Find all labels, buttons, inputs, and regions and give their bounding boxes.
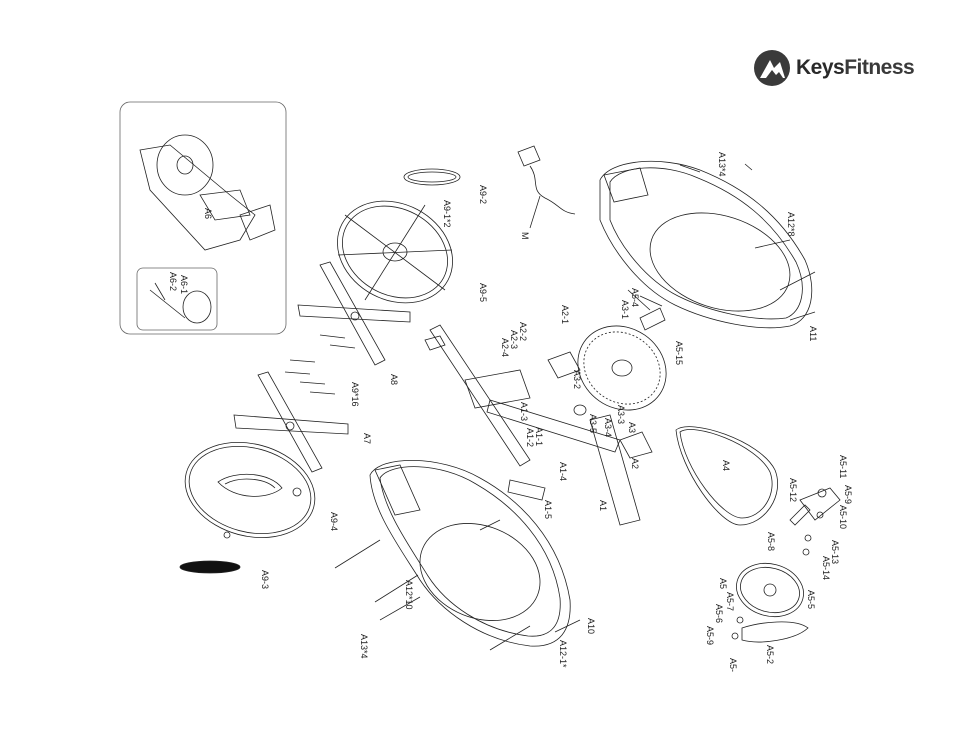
callout-a5-15: A5-15 [674,341,684,365]
part-a10-left-shroud [370,460,570,646]
callout-a13x4-l: A13*4 [359,634,369,659]
callout-a5-12: A5-12 [788,478,798,502]
callout-a1-3: A1-3 [519,402,529,421]
callout-a3-4: A3-4 [603,418,613,437]
callout-a1-4: A1-4 [558,462,568,481]
callout-a1-2: A1-2 [525,428,535,447]
callout-a5-4: A5-4 [630,288,640,307]
callout-a5-2: A5-2 [765,645,775,664]
screws-a9x16 [285,335,355,394]
callout-a9x16: A9*16 [350,382,360,407]
callout-a5-5: A5-5 [806,590,816,609]
callout-a1-1: A1-1 [534,427,544,446]
callout-a5-: A5- [728,658,738,672]
callout-a6-1: A6-1 [179,275,189,294]
callout-a4: A4 [721,460,731,471]
part-a8-cross-frame [298,262,410,365]
callout-a2-1: A2-1 [560,305,570,324]
part-m-adapter [518,146,575,228]
part-a9-4-disk [174,428,325,551]
callout-a5-0: A5 [718,578,728,589]
callout-a9-2: A9-2 [478,185,488,204]
callout-a5-9b: A5-9 [705,626,715,645]
callout-a5-8: A5-8 [766,532,776,551]
callout-a12x8: A12*8 [786,212,796,237]
callout-a1-5: A1-5 [543,500,553,519]
callout-a5-11: A5-11 [838,455,848,478]
callout-labels: A9-2A9-1*2A9-5A8A9*16A7A9-4A9-3A12*10A13… [168,152,853,672]
callout-a2: A2 [630,458,640,469]
callout-a2-4: A2-4 [500,338,510,357]
callout-a5-14: A5-14 [821,556,831,580]
callout-a9-5: A9-5 [478,283,488,302]
callout-a5-10: A5-10 [838,505,848,529]
callout-a3-2: A3-2 [572,370,582,389]
callout-a1: A1 [598,500,608,511]
screws-a12x10 [335,520,580,650]
callout-a7: A7 [362,433,372,444]
callout-a12-1x: A12-1* [558,640,568,668]
callout-a9-4: A9-4 [329,512,339,531]
callout-a9-3: A9-3 [260,570,270,589]
part-a9-3-ring [180,561,240,573]
callout-a3: A3 [627,422,637,433]
callout-a10: A10 [586,618,596,634]
callout-a11: A11 [808,326,818,341]
callout-a8: A8 [389,374,399,385]
callout-a3-5: A3-5 [588,414,598,433]
callout-a9-1x2: A9-1*2 [442,200,452,228]
part-a1-main-frame [425,325,652,525]
screws-a12x8 [680,164,815,320]
part-a7-cross-frame [234,372,348,472]
callout-a5-7: A5-7 [725,592,735,611]
part-a9-2-ring [404,169,460,185]
callout-a6-2: A6-2 [168,272,178,291]
callout-a3-1: A3-1 [620,300,630,319]
callout-a6: A6 [203,208,213,219]
inset-detail-panel [120,102,286,334]
callout-a12x10: A12*10 [404,580,414,610]
callout-a13x4-r: A13*4 [717,152,727,177]
part-a5-wheel [730,556,809,642]
part-a4-plate [676,427,778,525]
callout-a5-6: A5-6 [714,604,724,623]
callout-m: M [520,232,530,240]
callout-a5-9a: A5-9 [843,485,853,504]
callout-a3-3: A3-3 [616,405,626,424]
